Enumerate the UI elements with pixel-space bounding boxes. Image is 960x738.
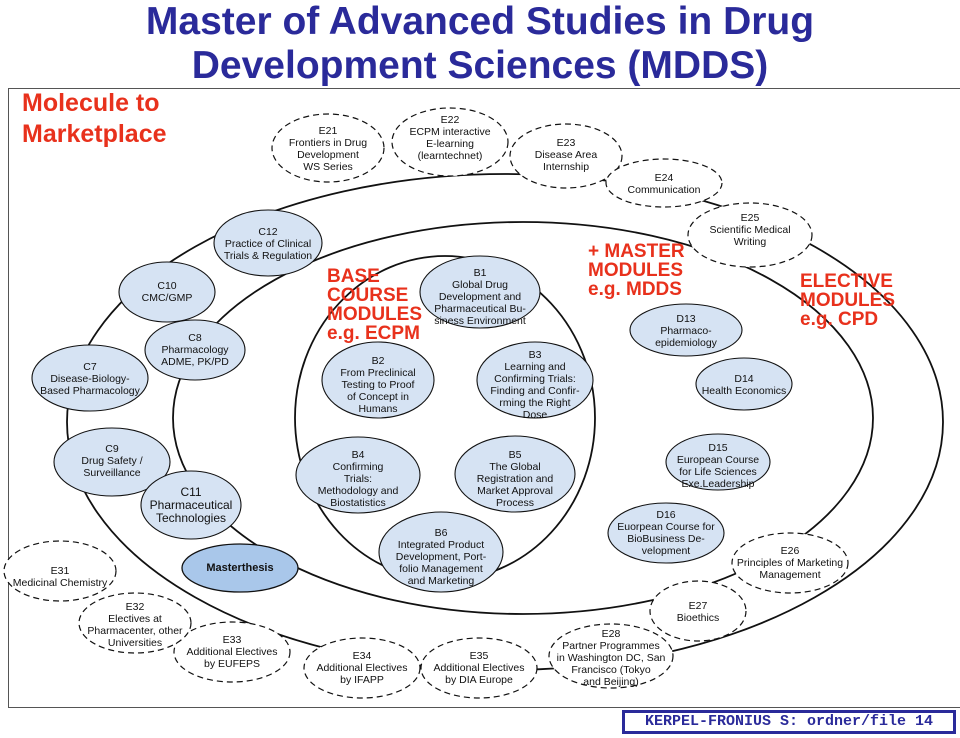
node-c9[interactable]: C9 Drug Safety / Surveillance — [81, 443, 143, 479]
b5-shape — [454, 435, 576, 513]
c12-shape — [213, 209, 323, 277]
e22-shape — [391, 107, 509, 177]
master-modules-label: + MASTER MODULES e.g. MDDS — [588, 241, 685, 300]
subtitle: Molecule to Marketplace — [22, 89, 167, 148]
node-b6[interactable]: B6 Integrated Product Development, Port-… — [395, 527, 487, 587]
node-e27[interactable]: E27 Bioethics — [676, 600, 720, 624]
b6-shape — [378, 511, 504, 593]
node-b3[interactable]: B3 Learning and Confirming Trials: Findi… — [490, 349, 580, 421]
node-e28[interactable]: E28 Partner Programmes in Washington DC,… — [556, 628, 666, 688]
node-e33[interactable]: E33 Additional Electives by EUFEPS — [186, 634, 278, 670]
node-d13[interactable]: D13 Pharmaco- epidemiology — [655, 313, 717, 349]
outer-ellipse — [66, 173, 944, 671]
title-line-2: Development Sciences (MDDS) — [191, 44, 769, 87]
base-modules-label: BASE COURSE MODULES e.g. ECPM — [327, 266, 422, 344]
node-e35[interactable]: E35 Additional Electives by DIA Europe — [433, 650, 525, 686]
e25-shape — [687, 202, 813, 268]
e34-shape — [303, 637, 421, 699]
node-c11[interactable]: C11 Pharmaceutical Technologies — [149, 485, 233, 525]
d15-shape — [665, 433, 771, 491]
d13-shape — [629, 303, 743, 357]
node-masterthesis[interactable]: Masterthesis — [206, 562, 274, 574]
node-b5[interactable]: B5 The Global Registration and Market Ap… — [476, 449, 554, 509]
c10-shape — [118, 261, 216, 323]
node-e21[interactable]: E21 Frontiers in Drug Development WS Ser… — [288, 125, 368, 173]
e28-shape — [548, 623, 674, 689]
c9-shape — [53, 427, 171, 497]
node-e23[interactable]: E23 Disease Area Internship — [534, 137, 598, 173]
diagram-frame — [8, 88, 960, 708]
e33-shape — [173, 621, 291, 683]
b3-shape — [476, 341, 594, 419]
node-d16[interactable]: D16 Euorpean Course for BioBusiness De- … — [617, 509, 715, 557]
masterthesis-shape — [181, 543, 299, 593]
e24-shape — [605, 158, 723, 208]
node-e25[interactable]: E25 Scientific Medical Writing — [709, 212, 791, 248]
node-e32[interactable]: E32 Electives at Pharmacenter, other Uni… — [87, 601, 183, 649]
node-c8[interactable]: C8 Pharmacology ADME, PK/PD — [161, 332, 229, 368]
node-c7[interactable]: C7 Disease-Biology- Based Pharmacology — [40, 361, 140, 397]
c11-shape — [140, 470, 242, 540]
node-e24[interactable]: E24 Communication — [627, 172, 701, 196]
node-d14[interactable]: D14 Health Economics — [701, 373, 787, 397]
node-e34[interactable]: E34 Additional Electives by IFAPP — [316, 650, 408, 686]
e32-shape — [78, 592, 192, 654]
e31-shape — [3, 540, 117, 602]
master-ellipse — [172, 221, 874, 615]
b1-shape — [419, 255, 541, 329]
b2-shape — [321, 341, 435, 419]
d16-shape — [607, 502, 725, 564]
node-e26[interactable]: E26 Principles of Marketing Management — [736, 545, 844, 581]
e23-shape — [509, 123, 623, 189]
node-b1[interactable]: B1 Global Drug Development and Pharmaceu… — [434, 267, 526, 327]
elective-modules-label: ELECTIVE MODULES e.g. CPD — [800, 271, 895, 330]
node-c10[interactable]: C10 CMC/GMP — [141, 280, 193, 304]
e35-shape — [420, 637, 538, 699]
node-e31[interactable]: E31 Medicinal Chemistry — [12, 565, 108, 589]
e27-shape — [649, 580, 747, 642]
node-c12[interactable]: C12 Practice of Clinical Trials & Regula… — [223, 226, 313, 262]
node-b4[interactable]: B4 Confirming Trials: Methodology and Bi… — [317, 449, 399, 509]
e21-shape — [271, 113, 385, 183]
node-b2[interactable]: B2 From Preclinical Testing to Proof of … — [340, 355, 416, 415]
footer-label: KERPEL-FRONIUS S: ordner/file 14 — [622, 710, 956, 734]
e26-shape — [731, 532, 849, 594]
title-line-1: Master of Advanced Studies in Drug — [145, 0, 815, 43]
b4-shape — [295, 436, 421, 514]
node-d15[interactable]: D15 European Course for Life Sciences Ex… — [676, 442, 760, 490]
d14-shape — [695, 357, 793, 411]
c7-shape — [31, 344, 149, 412]
node-e22[interactable]: E22 ECPM interactive E-learning (learnte… — [409, 114, 491, 162]
c8-shape — [144, 319, 246, 381]
